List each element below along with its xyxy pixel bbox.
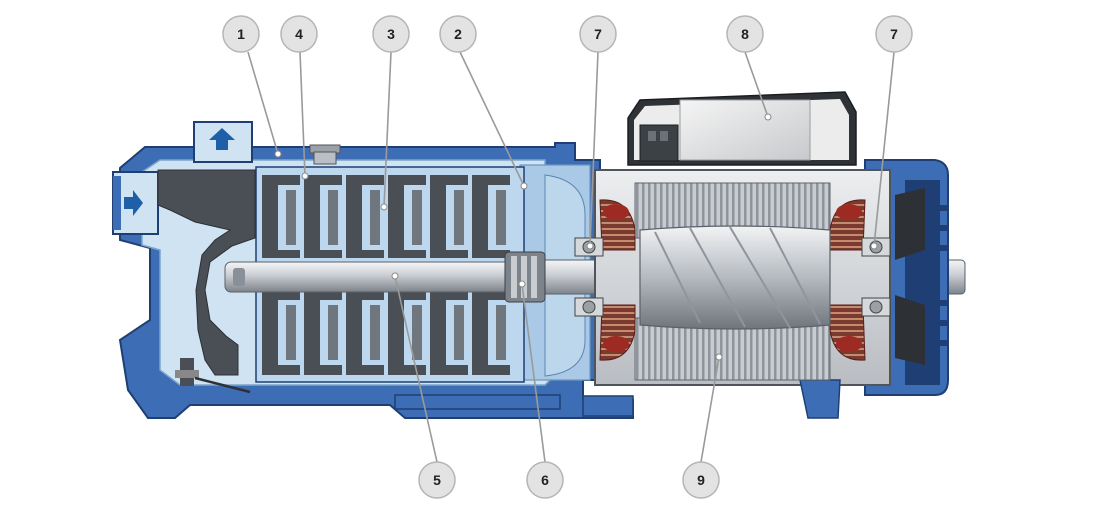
callout-label: 5 [433, 472, 441, 488]
leader-line [521, 283, 546, 463]
leader-dots [274, 113, 878, 361]
impeller-stage [388, 175, 426, 375]
impeller-stage [304, 175, 342, 375]
callout-label: 3 [387, 26, 395, 42]
callout-8: 8 [726, 15, 764, 53]
leader-line [299, 51, 306, 177]
impeller-stage [262, 175, 300, 375]
callout-label: 9 [697, 472, 705, 488]
impeller-stage [430, 175, 468, 375]
leader-line [873, 51, 895, 247]
callout-9: 9 [682, 461, 720, 499]
callout-4: 4 [280, 15, 318, 53]
mechanical-seal [504, 251, 546, 303]
front-bearing [574, 237, 604, 317]
drain-plug [175, 358, 251, 394]
leader-line [459, 51, 525, 187]
stator-winding-right [829, 199, 866, 361]
callout-2: 2 [439, 15, 477, 53]
callout-1: 1 [222, 15, 260, 53]
callout-7-rear: 7 [875, 15, 913, 53]
leader-lines [247, 51, 895, 463]
arrow-up-icon [209, 128, 235, 150]
impeller-stage [472, 175, 510, 375]
callout-label: 4 [295, 26, 303, 42]
leader-line [383, 51, 392, 208]
arrow-right-icon [124, 190, 143, 216]
capacitor-box [627, 91, 857, 166]
priming-plug [309, 144, 341, 165]
callout-label: 7 [890, 26, 898, 42]
leader-line [589, 51, 599, 247]
stator-winding-left [599, 199, 636, 361]
callout-5: 5 [418, 461, 456, 499]
cooling-fan [895, 188, 925, 365]
callout-label: 1 [237, 26, 245, 42]
leader-line [744, 51, 769, 118]
callout-label: 6 [541, 472, 549, 488]
inlet-channel [157, 169, 256, 376]
callout-6: 6 [526, 461, 564, 499]
callout-label: 7 [594, 26, 602, 42]
callout-3: 3 [372, 15, 410, 53]
rotor [639, 225, 831, 330]
callout-label: 8 [741, 26, 749, 42]
callout-label: 2 [454, 26, 462, 42]
leader-line [394, 275, 438, 463]
callout-7-front: 7 [579, 15, 617, 53]
impeller-stage [346, 175, 384, 375]
leader-line [700, 356, 720, 463]
leader-line [247, 51, 279, 155]
